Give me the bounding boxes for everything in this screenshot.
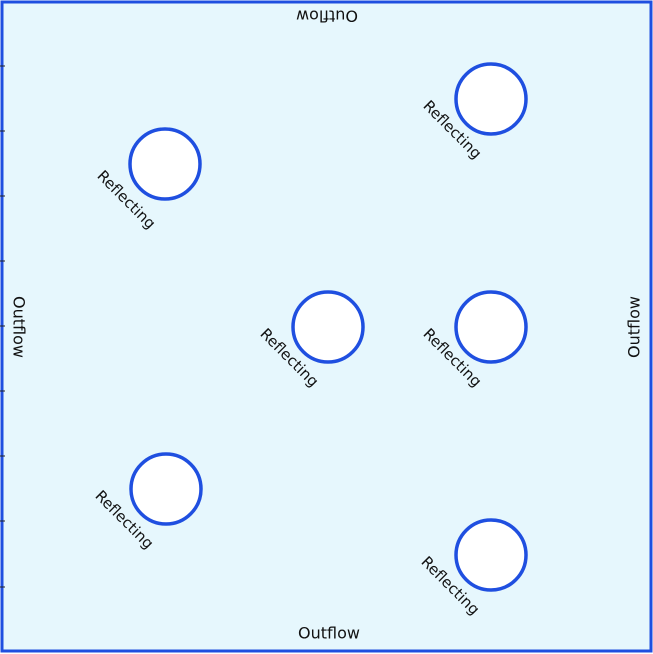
- obstacle-circle: [454, 62, 528, 136]
- top-boundary-label: Outflow: [296, 7, 358, 26]
- obstacle-circle: [454, 518, 528, 592]
- bottom-boundary-label: Outflow: [298, 624, 360, 643]
- obstacle-circle: [129, 452, 203, 526]
- right-boundary-label: Outflow: [625, 296, 644, 358]
- obstacle-circle: [291, 290, 365, 364]
- obstacle-circle: [128, 127, 202, 201]
- obstacle-circle: [454, 290, 528, 364]
- left-tick-marks: [0, 65, 5, 588]
- left-boundary-label: Outflow: [10, 296, 29, 358]
